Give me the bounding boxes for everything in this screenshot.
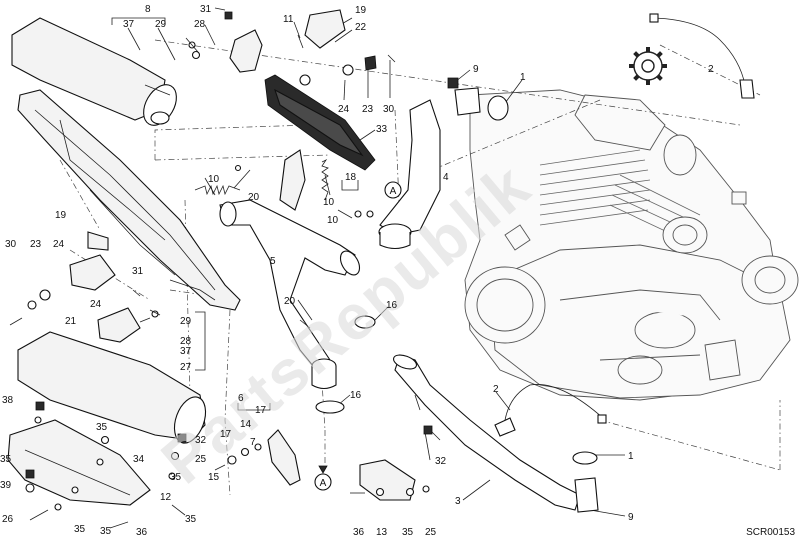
header-pipes — [219, 87, 599, 513]
circle-a-icon — [384, 181, 402, 199]
callout-16: 16 — [350, 390, 362, 401]
callout-31: 31 — [132, 266, 144, 277]
callout-27: 27 — [180, 362, 192, 373]
callout-9: 9 — [473, 64, 479, 75]
callout-19: 19 — [55, 210, 67, 221]
callout-39: 39 — [0, 480, 12, 491]
engine-illustration — [464, 89, 799, 401]
callout-5: 5 — [270, 256, 276, 267]
lower-silencer — [7, 331, 207, 506]
circle-a-icon — [314, 473, 332, 491]
callout-13: 13 — [376, 527, 388, 538]
callout-35: 35 — [100, 526, 112, 537]
callout-20: 20 — [284, 296, 296, 307]
callout-1: 1 — [628, 451, 634, 462]
callout-9: 9 — [628, 512, 634, 523]
upper-silencer — [11, 17, 177, 126]
callout-6: 6 — [238, 393, 244, 404]
callout-36: 36 — [353, 527, 365, 538]
callout-18: 18 — [345, 172, 357, 183]
callout-34: 34 — [133, 454, 145, 465]
callout-28: 28 — [180, 336, 192, 347]
diagram-code: SCR00153 — [746, 527, 795, 538]
callout-35: 35 — [0, 454, 12, 465]
callout-15: 15 — [208, 472, 220, 483]
callout-23: 23 — [362, 104, 374, 115]
callout-21: 21 — [65, 316, 77, 327]
callout-32: 32 — [435, 456, 447, 467]
callout-10: 10 — [327, 215, 339, 226]
callout-36: 36 — [136, 527, 148, 538]
lambda-sensors — [494, 13, 755, 437]
callout-8: 8 — [145, 4, 151, 15]
callout-12: 12 — [160, 492, 172, 503]
callout-26: 26 — [2, 514, 14, 525]
marker-a-text: A — [320, 478, 327, 489]
callout-35: 35 — [96, 422, 108, 433]
mount-brackets — [69, 9, 416, 501]
callout-30: 30 — [5, 239, 17, 250]
callout-30: 30 — [383, 104, 395, 115]
springs-and-clamps — [194, 158, 433, 435]
callout-2: 2 — [708, 64, 714, 75]
callout-20: 20 — [248, 192, 260, 203]
reference-marker-a-bottom: A — [314, 465, 332, 491]
callout-37: 37 — [123, 19, 135, 30]
callout-28: 28 — [194, 19, 206, 30]
callout-29: 29 — [180, 316, 192, 327]
callout-24: 24 — [338, 104, 350, 115]
callout-35: 35 — [74, 524, 86, 535]
fasteners — [9, 11, 459, 529]
callout-25: 25 — [195, 454, 207, 465]
callout-1: 1 — [520, 72, 526, 83]
callout-33: 33 — [376, 124, 388, 135]
callout-17: 17 — [255, 405, 267, 416]
callout-16: 16 — [386, 300, 398, 311]
callout-4: 4 — [443, 172, 449, 183]
callout-35: 35 — [402, 527, 414, 538]
callout-17: 17 — [220, 429, 232, 440]
marker-a-text: A — [390, 186, 397, 197]
rear-subframe — [17, 89, 241, 311]
callout-24: 24 — [90, 299, 102, 310]
heat-shield — [264, 74, 376, 171]
callout-19: 19 — [355, 5, 367, 16]
callout-14: 14 — [240, 419, 252, 430]
reference-marker-a-top: A — [384, 181, 402, 199]
callout-32: 32 — [195, 435, 207, 446]
callout-29: 29 — [155, 19, 167, 30]
callout-38: 38 — [2, 395, 14, 406]
callout-23: 23 — [30, 239, 42, 250]
callout-10: 10 — [208, 174, 220, 185]
callout-labels: 8 31 37 29 28 11 19 22 24 23 30 9 1 2 33… — [0, 4, 714, 538]
callout-3: 3 — [455, 496, 461, 507]
callout-24: 24 — [53, 239, 65, 250]
callout-11: 11 — [283, 14, 294, 25]
callout-2: 2 — [493, 384, 499, 395]
callout-22: 22 — [355, 22, 367, 33]
gear-icon — [629, 47, 667, 85]
callout-31: 31 — [200, 4, 212, 15]
callout-35: 35 — [170, 472, 182, 483]
callout-37: 37 — [180, 346, 192, 357]
callout-10: 10 — [323, 197, 335, 208]
callout-7: 7 — [250, 437, 256, 448]
callout-25: 25 — [425, 527, 437, 538]
callout-35: 35 — [185, 514, 197, 525]
